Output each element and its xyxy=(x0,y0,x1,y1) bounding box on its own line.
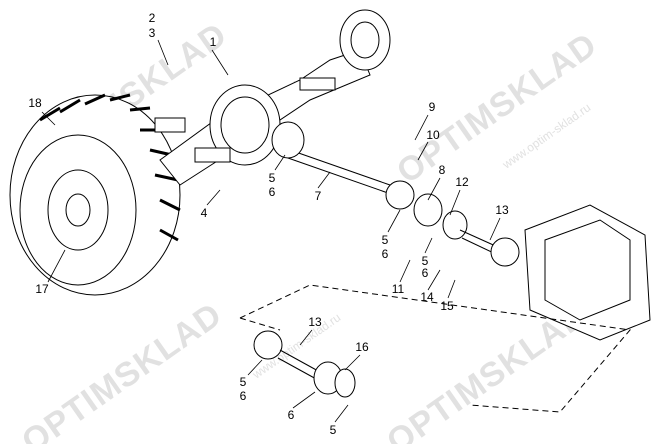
callout-13: 13 xyxy=(308,315,322,329)
drive-shaft-detail xyxy=(253,330,356,398)
tire-wheel xyxy=(9,93,181,296)
callout-17: 17 xyxy=(35,282,49,296)
callout-6: 6 xyxy=(287,408,295,422)
callout-14: 14 xyxy=(420,290,434,304)
callout-13: 13 xyxy=(495,203,509,217)
callout-5: 5 xyxy=(421,254,429,268)
callout-11: 11 xyxy=(391,282,405,296)
callout-12: 12 xyxy=(455,175,469,189)
callout-5: 5 xyxy=(268,171,276,185)
callout-9: 9 xyxy=(428,100,436,114)
leader-lines xyxy=(41,39,501,423)
callout-2: 2 xyxy=(148,11,156,25)
callout-6: 6 xyxy=(239,389,247,403)
callout-1: 1 xyxy=(209,35,217,49)
drive-shaft-main xyxy=(271,121,520,267)
callout-5: 5 xyxy=(239,375,247,389)
callout-5: 5 xyxy=(381,233,389,247)
callout-8: 8 xyxy=(438,163,446,177)
callout-6: 6 xyxy=(381,247,389,261)
detail-box xyxy=(239,284,631,413)
callout-7: 7 xyxy=(314,189,322,203)
callout-5: 5 xyxy=(329,423,337,437)
axle-housing xyxy=(154,9,391,186)
transmission xyxy=(524,204,651,341)
callout-6: 6 xyxy=(268,185,276,199)
callout-6: 6 xyxy=(421,266,429,280)
callout-15: 15 xyxy=(440,299,454,313)
callout-4: 4 xyxy=(200,206,208,220)
callout-10: 10 xyxy=(426,128,440,142)
callout-16: 16 xyxy=(355,340,369,354)
callout-18: 18 xyxy=(28,96,42,110)
callout-3: 3 xyxy=(148,26,156,40)
